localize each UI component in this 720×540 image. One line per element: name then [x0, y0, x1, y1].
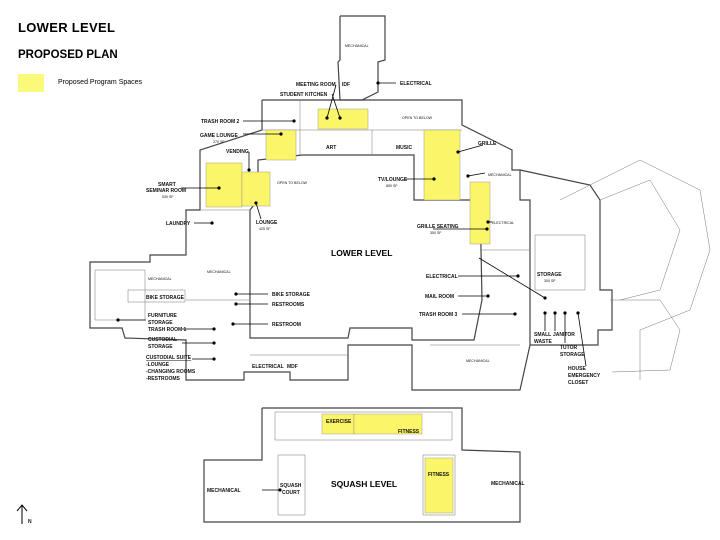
smart-seminar-label-1: SMART: [158, 182, 176, 188]
open-to-below-north-label: OPEN TO BELOW: [402, 116, 433, 120]
grille-seating-space: [469, 181, 491, 245]
student-kitchen-space: [317, 108, 369, 130]
electrical-south-label: ELECTRICAL: [252, 364, 284, 370]
student-kitchen-label: STUDENT KITCHEN: [280, 92, 328, 98]
grille-seating-area: 350 SF: [430, 231, 442, 235]
bike-storage-label: BIKE STORAGE: [272, 292, 311, 298]
storage-area: 300 SF: [544, 279, 556, 283]
mechanical-south-label: MECHANICAL: [466, 359, 490, 363]
idf-label: IDF: [342, 82, 350, 88]
bike-storage-west-label: BIKE STORAGE: [146, 295, 185, 301]
meeting-room-label: MEETING ROOM: [296, 82, 336, 88]
janitor-label: JANITOR: [553, 332, 575, 338]
trash-room-2-label: TRASH ROOM 2: [201, 119, 240, 125]
leader-lines: [116, 81, 587, 492]
squash-court-label-1: SQUASH: [280, 483, 302, 489]
squash-court-label-2: COURT: [282, 490, 300, 496]
custodial-suite-changing: -CHANGING ROOMS: [146, 369, 196, 375]
electrical-east-label: ELECTRICAL: [492, 221, 514, 225]
music-label: MUSIC: [396, 145, 413, 151]
storage-label: STORAGE: [537, 272, 562, 278]
furniture-storage-label-2: STORAGE: [148, 320, 173, 326]
north-arrow-icon: N: [16, 504, 32, 525]
game-lounge-label: GAME LOUNGE: [200, 133, 238, 139]
mechanical-mid-label: MECHANICAL: [207, 270, 231, 274]
fitness-space-2: [424, 457, 454, 514]
lower-level-label: LOWER LEVEL: [331, 248, 392, 258]
squash-level-label: SQUASH LEVEL: [331, 479, 397, 489]
furniture-storage-label-1: FURNITURE: [148, 313, 178, 319]
house-closet-label-2: EMERGENCY: [568, 373, 601, 379]
custodial-storage-label-2: STORAGE: [148, 344, 173, 350]
vending-label: VENDING: [226, 149, 249, 155]
mdf-label: MDF: [287, 364, 298, 370]
art-label: ART: [326, 145, 336, 151]
tutor-storage-label-1: TUTOR: [560, 345, 578, 351]
house-closet-label-1: HOUSE: [568, 366, 586, 372]
fitness-label-2: FITNESS: [428, 472, 450, 478]
mechanical-west-label: MECHANICAL: [148, 277, 172, 281]
mechanical-top-label: MECHANICAL: [345, 44, 369, 48]
lounge-space: [241, 171, 271, 207]
restrooms-label: RESTROOMS: [272, 302, 305, 308]
small-waste-label-1: SMALL: [534, 332, 551, 338]
north-label: N: [28, 519, 32, 525]
trash-room-1-label: TRASH ROOM 1: [148, 327, 187, 333]
open-to-below-west-label: OPEN TO BELOW: [277, 181, 308, 185]
smart-seminar-area: 530 SF: [162, 195, 174, 199]
grille-seating-label: GRILLE SEATING: [417, 224, 459, 230]
small-waste-label-2: WASTE: [534, 339, 552, 345]
exercise-label: EXERCISE: [326, 419, 352, 425]
mechanical-squash-west-label: MECHANICAL: [207, 488, 241, 494]
trash-room-3-label: TRASH ROOM 3: [419, 312, 458, 318]
page-subtitle: PROPOSED PLAN: [18, 49, 118, 61]
fitness-label-1: FITNESS: [398, 429, 420, 435]
room-labels: MECHANICAL MEETING ROOM IDF ELECTRICAL S…: [146, 44, 601, 496]
custodial-suite-restrooms: -RESTROOMS: [146, 376, 181, 382]
program-spaces: [205, 108, 491, 514]
tutor-storage-label-2: STORAGE: [560, 352, 585, 358]
mechanical-east-label: MECHANICAL: [488, 173, 512, 177]
custodial-suite-lounge: -LOUNGE: [146, 362, 170, 368]
building-walls: [89, 15, 711, 523]
grille-label: GRILLE: [478, 141, 497, 147]
tv-lounge-area: 850 SF: [386, 184, 398, 188]
lounge-area: 425 SF: [259, 227, 271, 231]
mail-room-label: MAIL ROOM: [425, 294, 454, 300]
mechanical-squash-east-label: MECHANICAL: [491, 481, 525, 487]
restroom-label: RESTROOM: [272, 322, 301, 328]
game-lounge-area: 270 SF: [213, 140, 225, 144]
fitness-space-1: [353, 413, 423, 435]
tv-lounge-space: [423, 129, 461, 201]
house-closet-label-3: CLOSET: [568, 380, 588, 386]
tv-lounge-label: TV/LOUNGE: [378, 177, 408, 183]
custodial-storage-label-1: CUSTODIAL: [148, 337, 177, 343]
electrical-top-label: ELECTRICAL: [400, 81, 432, 87]
electrical-mid-label: ELECTRICAL: [426, 274, 458, 280]
legend-swatch: [18, 74, 44, 92]
smart-seminar-space: [205, 162, 243, 208]
laundry-label: LAUNDRY: [166, 221, 191, 227]
page-title: LOWER LEVEL: [18, 20, 116, 35]
legend-label: Proposed Program Spaces: [58, 79, 143, 86]
custodial-suite-label: CUSTODIAL SUITE: [146, 355, 192, 361]
smart-seminar-label-2: SEMINAR ROOM: [146, 188, 186, 194]
lounge-label: LOUNGE: [256, 220, 278, 226]
